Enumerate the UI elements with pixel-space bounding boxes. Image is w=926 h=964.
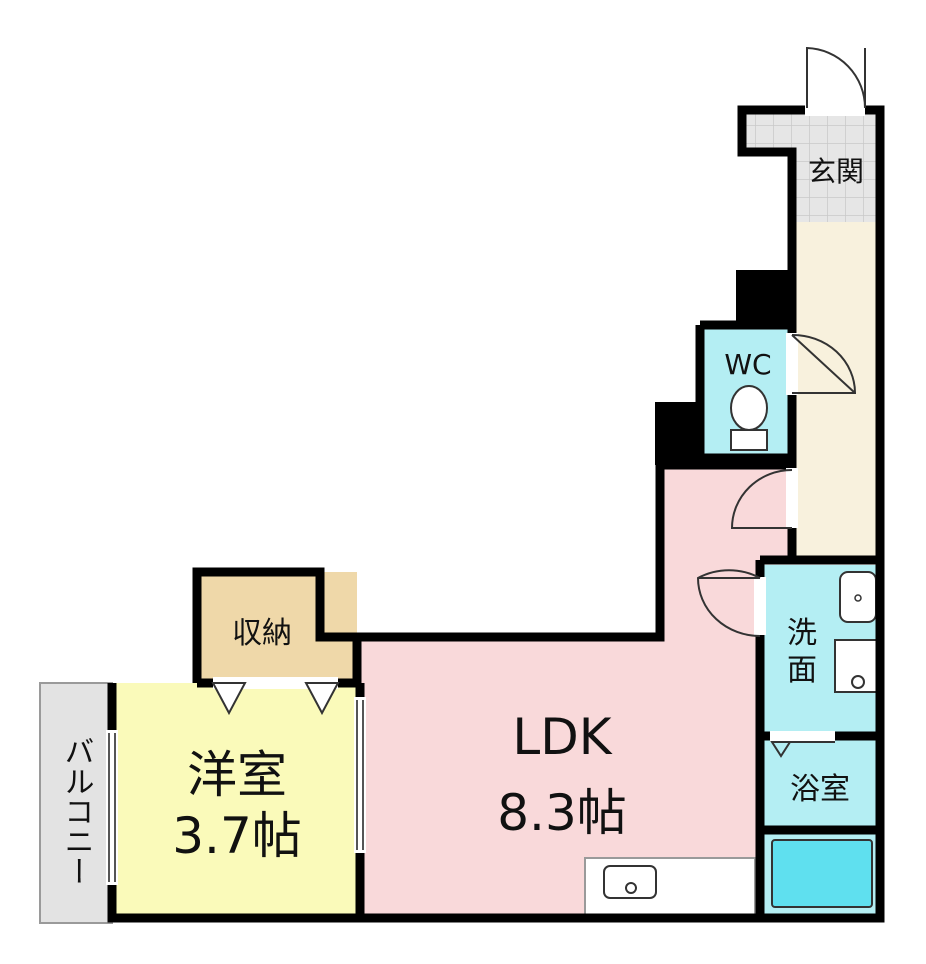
entrance-door-swing xyxy=(806,46,866,109)
washroom-door-swing xyxy=(696,569,761,637)
storage-label: 収納 xyxy=(232,616,292,651)
wash-basin xyxy=(839,571,877,623)
balcony-label: バルコニー xyxy=(59,736,94,886)
sink-drain xyxy=(625,882,637,894)
wc-label: WC xyxy=(724,348,771,381)
toilet-bowl xyxy=(730,385,768,431)
ldk-size-label: 8.3帖 xyxy=(497,784,627,842)
wash-basin-drain xyxy=(854,594,862,602)
ldk-label: LDK xyxy=(512,708,612,766)
wall-block xyxy=(736,270,792,325)
entrance-label: 玄関 xyxy=(808,155,864,188)
ldk-door-swing xyxy=(730,469,793,529)
wall-block xyxy=(655,402,700,465)
hallway-area xyxy=(792,222,879,560)
washing-machine-drain xyxy=(851,675,865,689)
closet-doors xyxy=(211,682,340,716)
washroom-label-line1: 洗 xyxy=(787,616,817,651)
door-swings xyxy=(696,46,866,758)
sliding-lines xyxy=(108,700,364,882)
toilet-tank xyxy=(730,429,768,451)
western-room-size-label: 3.7帖 xyxy=(172,807,302,865)
western-room-label: 洋室 xyxy=(187,746,287,804)
bathtub xyxy=(771,839,873,908)
washroom-label-line2: 面 xyxy=(787,653,817,688)
wc-door-swing xyxy=(791,333,857,394)
storage-area xyxy=(197,572,357,683)
bath-label: 浴室 xyxy=(790,772,850,807)
balcony-area xyxy=(39,682,113,924)
ldk-area xyxy=(360,465,792,918)
entrance-area xyxy=(742,110,880,222)
kitchen-sink xyxy=(603,865,657,899)
western-room-area xyxy=(112,683,360,918)
